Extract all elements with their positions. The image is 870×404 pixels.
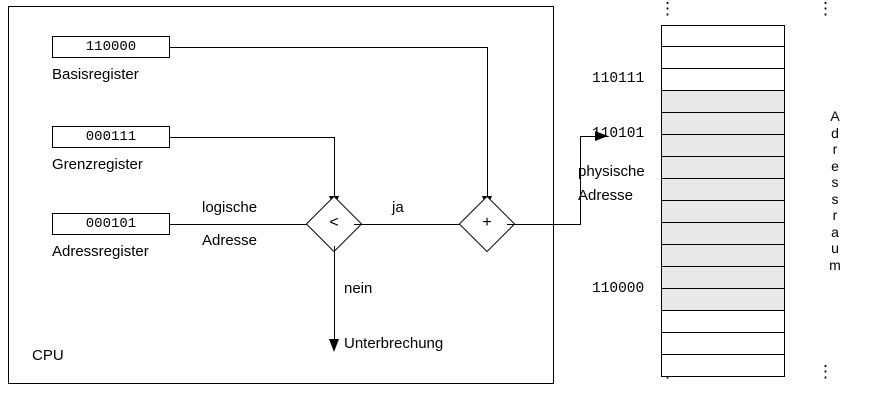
- wire-comparator-to-adder: [354, 224, 468, 225]
- memory-cell: [661, 355, 785, 377]
- arrowhead-interrupt: [329, 339, 339, 352]
- basisregister-value: 110000: [52, 36, 170, 58]
- memory-cell-allocated: [661, 91, 785, 113]
- wire-basisregister-vertical: [487, 47, 488, 202]
- memory-cell: [661, 69, 785, 91]
- physical-address-label-line2: Adresse: [578, 187, 634, 204]
- wire-adder-out-horizontal: [507, 224, 580, 225]
- memory-cell: [661, 47, 785, 69]
- memory-cell-allocated: [661, 201, 785, 223]
- wire-grenzregister-vertical: [334, 137, 335, 202]
- memory-cell: [661, 311, 785, 333]
- interrupt-label: Unterbrechung: [344, 335, 444, 352]
- adressregister-value: 000101: [52, 213, 170, 235]
- memory-cell-allocated: [661, 135, 785, 157]
- logical-address-label-line1: logische: [202, 199, 258, 216]
- memory-bottom-dots-right: ⋮: [817, 362, 834, 381]
- memory-cell-allocated: [661, 223, 785, 245]
- memory-tick-label-110111: 110111: [592, 71, 645, 87]
- wire-basisregister-horizontal: [170, 47, 487, 48]
- memory-cell: [661, 25, 785, 47]
- memory-cell-allocated: [661, 289, 785, 311]
- memory-cell: [661, 333, 785, 355]
- wire-physical-address-vertical: [580, 136, 581, 225]
- wire-grenzregister-horizontal: [170, 137, 334, 138]
- memory-tick-label-110000: 110000: [592, 281, 645, 297]
- basisregister-caption: Basisregister: [52, 66, 139, 83]
- arrowhead-physical-address: [595, 131, 608, 141]
- logical-address-label-line2: Adresse: [202, 232, 258, 249]
- memory-tick-label-110101: 110101: [592, 126, 645, 142]
- cpu-boundary-box: [8, 6, 554, 384]
- grenzregister-value: 000111: [52, 126, 170, 148]
- adder-label: +: [482, 214, 492, 231]
- memory-top-dots: ⋮: [659, 0, 676, 18]
- wire-comparator-to-interrupt: [334, 246, 335, 344]
- yes-label: ja: [392, 199, 404, 216]
- grenzregister-caption: Grenzregister: [52, 156, 143, 173]
- memory-cell-allocated: [661, 113, 785, 135]
- wire-adressregister-to-comparator: [170, 224, 314, 225]
- no-label: nein: [344, 280, 373, 297]
- memory-cell-allocated: [661, 179, 785, 201]
- memory-cell-allocated: [661, 157, 785, 179]
- memory-cell-allocated: [661, 245, 785, 267]
- comparator-label: <: [329, 214, 339, 231]
- memory-top-dots-right: ⋮: [817, 0, 834, 18]
- cpu-label: CPU: [32, 347, 64, 364]
- wire-physical-address-to-memory: [580, 136, 600, 137]
- memory-cell-allocated: [661, 267, 785, 289]
- adressregister-caption: Adressregister: [52, 243, 149, 260]
- address-space-column: [661, 25, 785, 377]
- physical-address-label-line1: physische: [578, 163, 645, 180]
